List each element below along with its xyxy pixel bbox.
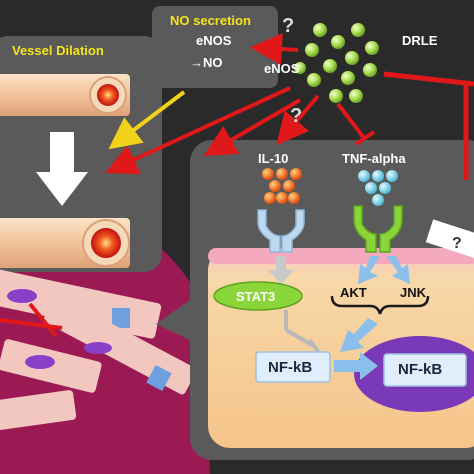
no-enos-label: eNOS [196, 33, 232, 48]
arrow-to-muscle [0, 318, 63, 330]
tnf-to-akt [358, 256, 380, 284]
question-mark-il10: ? [290, 105, 303, 127]
no-to-vessel-arrow [108, 90, 186, 150]
enos-label: eNOS [264, 61, 300, 76]
nfkb-translocate [334, 352, 378, 380]
nfkb-nuc-label: NF-kB [398, 361, 443, 378]
akt-jnk-to-nfkb [340, 318, 378, 352]
question-mark-tag: ? [452, 235, 462, 252]
arrow-to-il10 [276, 94, 320, 146]
arrow-to-vessel [105, 86, 291, 175]
cell-panel-pointer [156, 300, 190, 340]
drle-label: DRLE [402, 33, 438, 48]
no-secretion-title: NO secretion [170, 13, 251, 28]
tnf-ligand [358, 170, 398, 206]
no-result-label: →NO [190, 55, 223, 70]
stat3-pill [213, 281, 303, 311]
akt-jnk-bracket [330, 295, 430, 315]
akt-label: AKT [340, 285, 367, 300]
no-secretion-box [152, 6, 278, 88]
il10-to-stat3 [268, 256, 294, 284]
arrow-to-vessel-2 [203, 98, 302, 157]
tnf-label: TNF-alpha [342, 151, 406, 166]
drle-particles [294, 23, 379, 103]
nfkb-nuc-box [383, 353, 467, 387]
tnf-receptor [353, 205, 403, 253]
dilation-arrow [36, 132, 88, 206]
il10-ligand [262, 168, 302, 204]
vessel-dilation-title: Vessel Dilation [12, 43, 104, 58]
inhibit-tnf [336, 102, 366, 140]
arrow-to-enos [250, 33, 299, 66]
tnf-to-jnk [386, 256, 410, 284]
il10-label: IL-10 [258, 151, 289, 166]
stat3-label: STAT3 [236, 289, 276, 304]
nfkb-cyto-box [255, 351, 331, 383]
jnk-label: JNK [400, 285, 427, 300]
arrow-right-out [383, 71, 474, 87]
muscle-fibers [0, 269, 197, 430]
nfkb-cyto-label: NF-kB [268, 359, 313, 376]
question-mark-enos: ? [282, 15, 295, 37]
il10-receptor [257, 209, 305, 253]
question-tag [425, 219, 474, 261]
